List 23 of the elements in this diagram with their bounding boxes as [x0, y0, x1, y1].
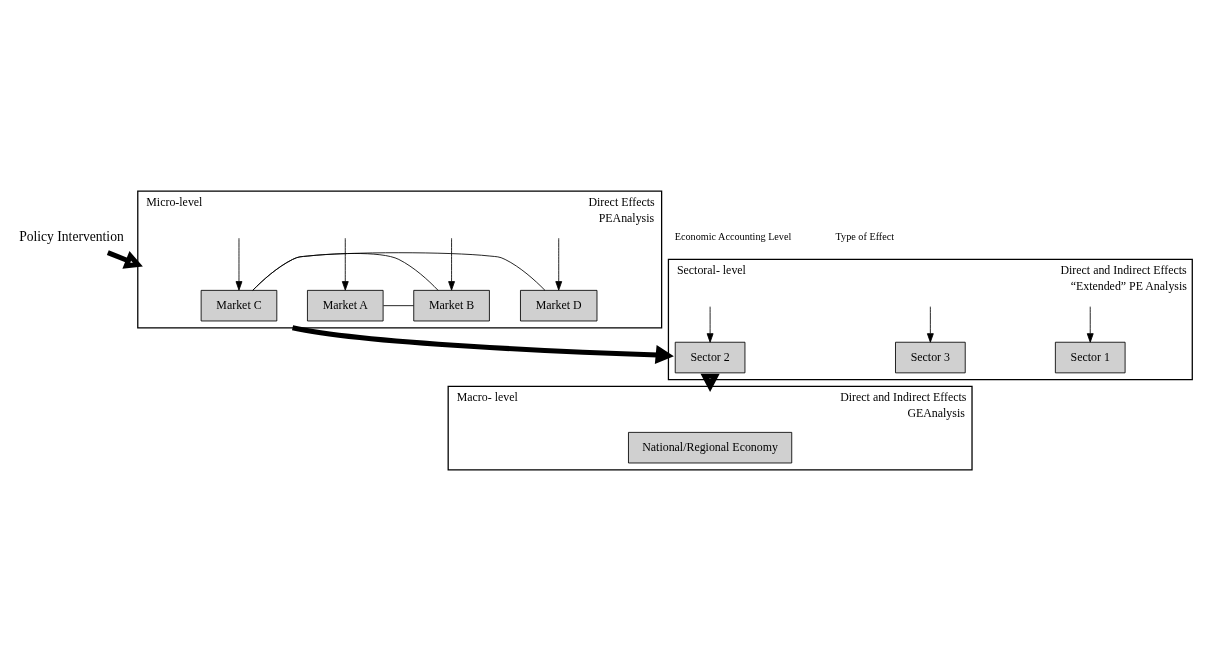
- node-box: Market B: [413, 289, 490, 321]
- node-box: Market D: [520, 289, 598, 321]
- arrow: [1086, 305, 1094, 343]
- node-box: Sector 3: [895, 341, 966, 373]
- node-box: Sector 2: [674, 341, 746, 373]
- arrow: [706, 305, 714, 343]
- arrow: [448, 237, 455, 291]
- label: Type of Effect: [835, 230, 895, 242]
- node-box: National/Regional Economy: [628, 431, 793, 463]
- arrow: [555, 237, 563, 291]
- arrow: [341, 237, 349, 291]
- label: Economic Accounting Level: [674, 230, 792, 242]
- node-text: Policy Intervention: [19, 228, 124, 244]
- node-box: Market C: [200, 289, 278, 321]
- connector: [383, 304, 414, 306]
- arrow: [700, 373, 720, 392]
- arrow: [926, 305, 934, 343]
- node-box: Sector 1: [1054, 341, 1126, 373]
- connector: [252, 251, 546, 291]
- arrow: [292, 324, 674, 364]
- node-box: Market A: [307, 289, 384, 321]
- arrow: [106, 249, 143, 269]
- arrow: [235, 237, 243, 291]
